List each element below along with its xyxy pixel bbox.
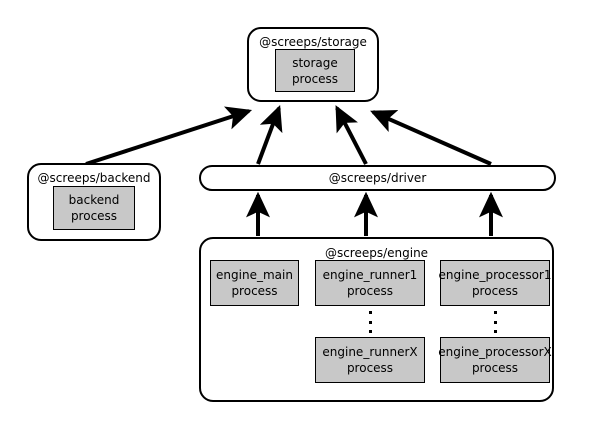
package-driver-label: @screeps/driver [328, 171, 427, 185]
process-engine-main-name: engine_main [216, 268, 293, 282]
vertical-ellipsis-icon-runner [365, 311, 375, 333]
process-storage-name: storage [292, 55, 338, 70]
process-engine-runner1-kind: process [346, 284, 394, 298]
process-engine-processor1-name: engine_processor1 [438, 268, 552, 282]
process-storage-kind: process [291, 71, 339, 86]
process-engine-runnerx-name: engine_runnerX [322, 345, 418, 359]
process-engine-processor1: engine_processor1 process [438, 260, 552, 306]
process-engine-runner1: engine_runner1 process [315, 260, 425, 306]
package-engine-label: @screeps/engine [324, 246, 429, 260]
edge-driver-to-storage-center [335, 105, 368, 165]
process-engine-main: engine_main process [210, 260, 299, 306]
process-storage: storage process [275, 49, 355, 92]
process-engine-processor1-kind: process [471, 284, 519, 298]
package-backend-label: @screeps/backend [37, 171, 151, 185]
vertical-ellipsis-icon-processor [490, 311, 500, 333]
process-engine-runner1-name: engine_runner1 [322, 268, 418, 282]
process-engine-processorx-kind: process [471, 361, 519, 375]
edge-backend-to-storage [85, 106, 253, 166]
process-engine-runnerx: engine_runnerX process [315, 337, 425, 383]
process-engine-runnerx-kind: process [346, 361, 394, 375]
process-engine-main-kind: process [231, 284, 278, 298]
process-backend-name: backend [68, 193, 120, 207]
package-storage-label: @screeps/storage [259, 35, 367, 49]
process-engine-processorx-name: engine_processorX [438, 345, 552, 359]
edge-driver-to-storage-right [370, 110, 492, 166]
process-backend: backend process [53, 186, 135, 230]
process-engine-processorx: engine_processorX process [438, 337, 552, 383]
package-driver: @screeps/driver [199, 165, 556, 191]
process-backend-kind: process [70, 209, 118, 223]
edge-driver-to-storage-left [256, 105, 283, 165]
